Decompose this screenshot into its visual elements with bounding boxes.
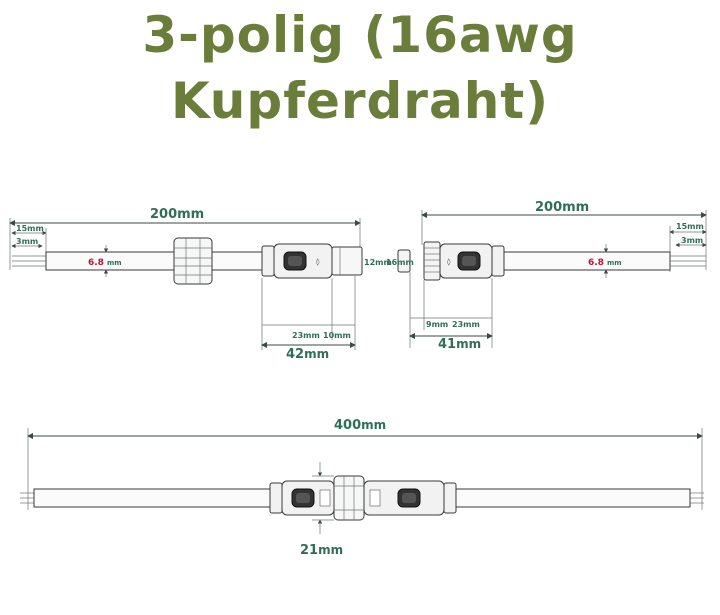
right-cable-body	[503, 251, 671, 271]
right-dim-a-label: 9mm	[426, 320, 448, 329]
right-strip-long-label: 15mm	[676, 222, 704, 231]
left-connector-diameter-label: 12mm	[364, 258, 392, 267]
left-coupling-nut	[173, 237, 213, 285]
left-length-label: 200mm	[150, 207, 204, 222]
left-connector: ◊	[261, 243, 363, 279]
left-wire-ends	[12, 255, 46, 267]
assembly-left-cable	[33, 488, 271, 508]
left-total-length-label: 42mm	[286, 347, 329, 362]
svg-text:◊: ◊	[316, 258, 320, 266]
assembly-connector	[269, 475, 457, 521]
svg-text:◊: ◊	[447, 258, 451, 266]
right-connector: ◊	[397, 241, 505, 281]
right-total-length-label: 41mm	[438, 337, 481, 352]
right-strip-short-label: 3mm	[681, 236, 703, 245]
title-line-2: Kupferdraht)	[170, 72, 550, 130]
left-dim-a-label: 23mm	[292, 331, 320, 340]
right-connector-diameter-label: 16mm	[386, 258, 414, 267]
left-dim-b-label: 10mm	[323, 331, 351, 340]
right-cable-drawing: 200mm 15mm 3mm ◊ 16mm	[386, 200, 707, 352]
right-wire-ends	[670, 255, 706, 267]
title-line-1: 3-polig (16awg	[142, 6, 578, 64]
left-strip-long-label: 15mm	[16, 224, 44, 233]
assembly-length-label: 400mm	[334, 418, 386, 433]
assembly-diameter-label: 21mm	[300, 543, 343, 558]
right-length-label: 200mm	[535, 200, 589, 215]
left-strip-short-label: 3mm	[16, 237, 38, 246]
assembly-drawing: 400mm	[20, 418, 704, 558]
assembly-right-cable	[455, 488, 691, 508]
right-dim-b-label: 23mm	[452, 320, 480, 329]
